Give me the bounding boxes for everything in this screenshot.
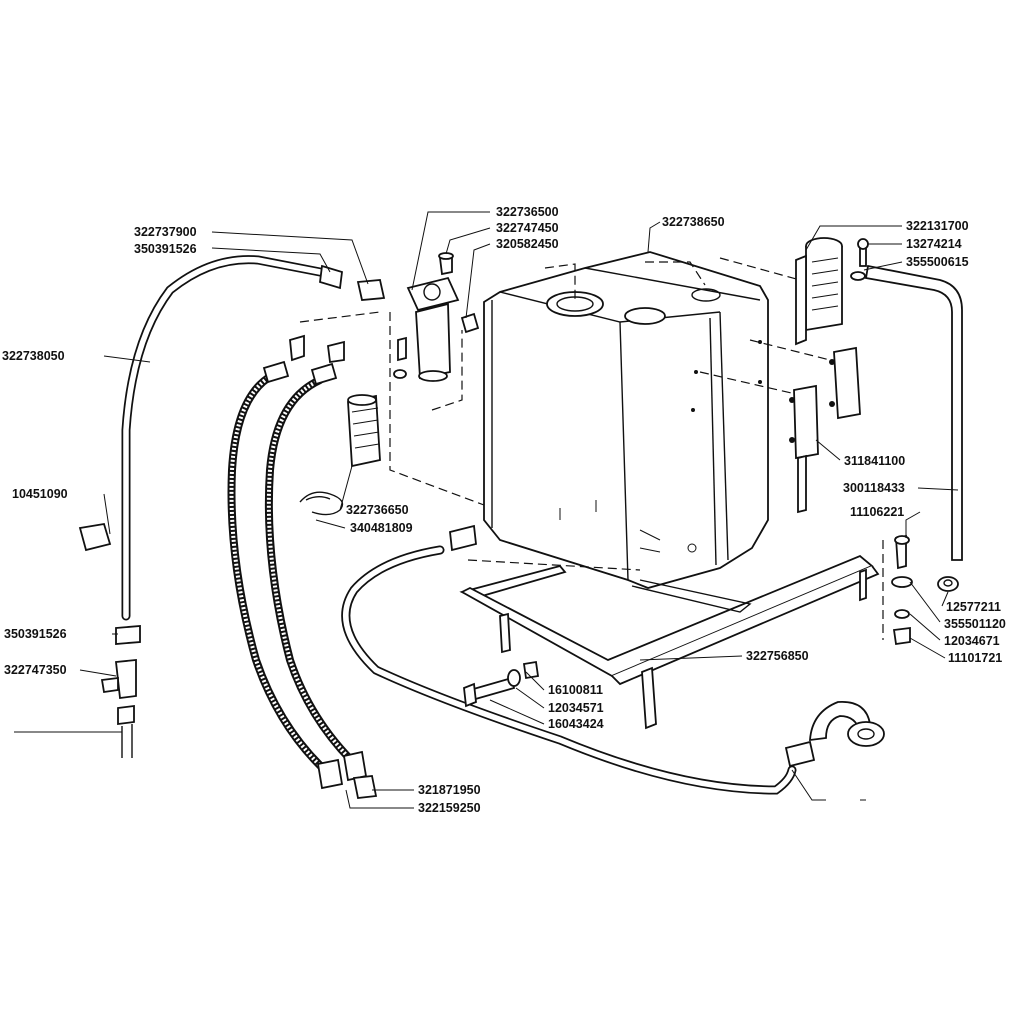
label-355500615: 355500615 — [906, 255, 969, 269]
part-number-labels: 322736500 322747450 320582450 322738650 … — [2, 205, 1006, 815]
label-16100811: 16100811 — [548, 683, 603, 697]
right-side-fasteners — [891, 534, 959, 646]
label-322131700: 322131700 — [906, 219, 969, 233]
label-322756850: 322756850 — [746, 649, 809, 663]
label-322747450: 322747450 — [496, 221, 559, 235]
label-322738050: 322738050 — [2, 349, 65, 363]
return-hose — [78, 255, 386, 758]
label-16043424: 16043424 — [548, 717, 604, 731]
label-11101721: 11101721 — [948, 651, 1002, 665]
label-12034671: 12034671 — [944, 634, 1000, 648]
label-350391526-top: 350391526 — [134, 242, 197, 256]
label-355501120: 355501120 — [944, 617, 1006, 631]
label-322738650: 322738650 — [662, 215, 725, 229]
label-321871950: 321871950 — [418, 783, 481, 797]
fuel-tank — [483, 251, 769, 589]
braided-feed-hoses — [227, 334, 378, 799]
label-11106221: 11106221 — [850, 505, 904, 519]
label-350391526-bottom: 350391526 — [4, 627, 67, 641]
label-322737900: 322737900 — [134, 225, 197, 239]
label-12034571: 12034571 — [548, 701, 604, 715]
frame-fasteners — [463, 660, 540, 708]
fuel-filter-assembly — [299, 252, 480, 516]
label-322159250: 322159250 — [418, 801, 481, 815]
alignment-lines — [299, 257, 884, 640]
fuel-cap-and-breather — [795, 237, 963, 561]
label-10451090: 10451090 — [12, 487, 68, 501]
tank-brackets — [789, 346, 861, 514]
label-13274214: 13274214 — [906, 237, 962, 251]
label-300118433: 300118433 — [843, 481, 905, 495]
leader-lines — [14, 211, 959, 809]
label-340481809: 340481809 — [350, 521, 413, 535]
label-320582450: 320582450 — [496, 237, 559, 251]
tank-support-frame — [459, 554, 880, 730]
label-322747350: 322747350 — [4, 663, 67, 677]
fuel-hose-lower — [341, 524, 885, 795]
label-322736650: 322736650 — [346, 503, 409, 517]
label-12577211: 12577211 — [946, 600, 1001, 614]
label-322736500: 322736500 — [496, 205, 559, 219]
label-311841100: 311841100 — [844, 454, 905, 468]
drawing-artwork — [14, 211, 963, 809]
